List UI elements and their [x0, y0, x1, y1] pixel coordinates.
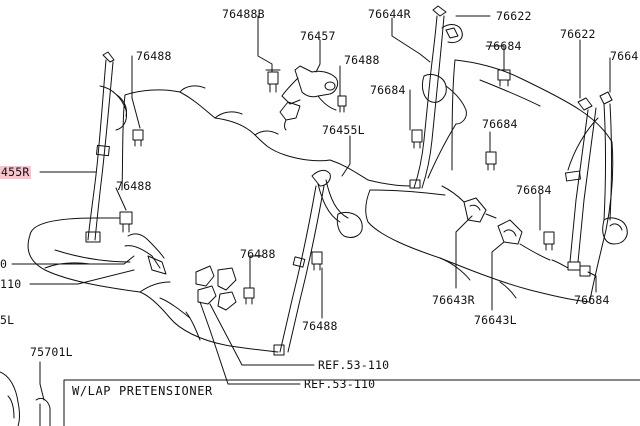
label-76457[interactable]: 76457 — [300, 29, 336, 43]
label-76644r[interactable]: 76644R — [368, 7, 411, 21]
bolt-76488-mid — [244, 288, 254, 304]
label-76684-a[interactable]: 76684 — [486, 39, 522, 53]
retractor-bracket-76457 — [280, 66, 338, 130]
pretensioner-box-frame — [64, 380, 640, 426]
label-76488-left[interactable]: 76488 — [116, 179, 152, 193]
label-7664-right[interactable]: 7664 — [610, 49, 639, 63]
label-76643l[interactable]: 76643L — [474, 313, 517, 327]
label-76455l[interactable]: 76455L — [322, 123, 365, 137]
belt-assembly-76622 — [552, 92, 627, 270]
label-76488-mid[interactable]: 76488 — [240, 247, 276, 261]
label-75701l[interactable]: 75701L — [30, 345, 73, 359]
label-76488-topleft[interactable]: 76488 — [136, 49, 172, 63]
belt-assembly-76455l — [274, 170, 362, 355]
right-seatback — [452, 60, 613, 300]
belt-assembly-455r — [86, 52, 166, 274]
label-76684-c[interactable]: 76684 — [482, 117, 518, 131]
label-ref-1[interactable]: REF.53-110 — [318, 358, 390, 372]
label-76488-bottom[interactable]: 76488 — [302, 319, 338, 333]
ref-bracket-parts — [196, 266, 236, 310]
bolt-76488-center — [338, 96, 346, 112]
label-76488-center[interactable]: 76488 — [344, 53, 380, 67]
bolt-76684-b — [412, 130, 422, 148]
label-455r[interactable]: 455R — [0, 165, 31, 179]
bolt-76488b — [266, 70, 280, 92]
label-76643r[interactable]: 76643R — [432, 293, 475, 307]
label-ref-2[interactable]: REF.53-110 — [304, 377, 376, 391]
buckle-76643l — [498, 220, 550, 260]
bolt-76684-c — [486, 152, 496, 170]
leader-lines — [12, 16, 610, 400]
rear-seatback-outline — [122, 86, 410, 190]
bolt-76684-d — [544, 232, 554, 250]
label-76488b[interactable]: 76488B — [222, 7, 265, 21]
bolt-76488-bottom — [312, 252, 322, 270]
buckle-76643r — [442, 186, 496, 222]
label-0-left[interactable]: 0 — [0, 257, 8, 271]
bolt-76488-left — [120, 212, 132, 232]
label-76684-b[interactable]: 76684 — [370, 83, 406, 97]
bolt-76684-a — [498, 70, 510, 86]
belt-assembly-76644r — [410, 6, 466, 188]
label-5l-left[interactable]: 5L — [0, 313, 15, 327]
label-110-left[interactable]: 110 — [0, 277, 22, 291]
label-76622-top[interactable]: 76622 — [496, 9, 532, 23]
pretensioner-box-title: W/LAP PRETENSIONER — [72, 384, 213, 398]
bolt-76488-topleft — [133, 130, 143, 146]
label-76684-e[interactable]: 76684 — [574, 293, 610, 307]
bolt-76684-e — [580, 266, 590, 276]
left-seat-cushion — [28, 218, 278, 352]
label-76622-right[interactable]: 76622 — [560, 27, 596, 41]
label-76684-d[interactable]: 76684 — [516, 183, 552, 197]
bottom-left-partial-parts — [0, 372, 50, 426]
